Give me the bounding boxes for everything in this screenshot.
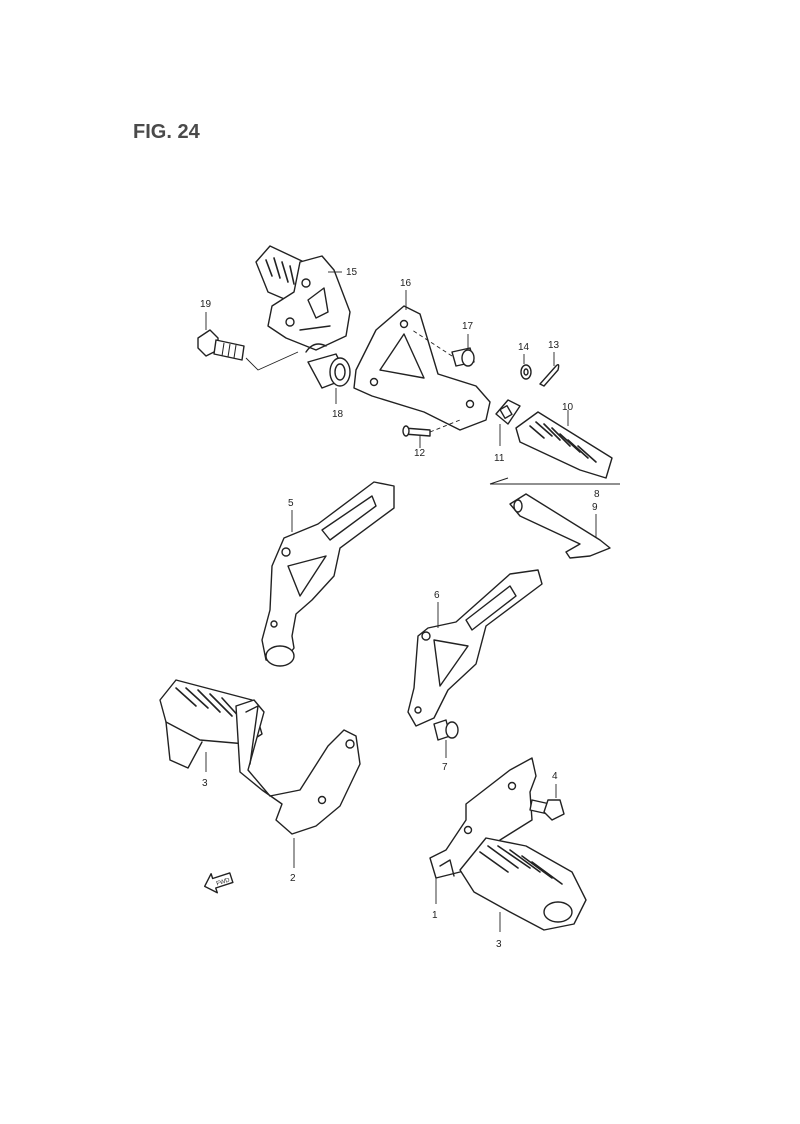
- part-6-bracket: [407, 569, 543, 727]
- forward-label: FWD: [216, 877, 231, 887]
- callout-8: 8: [594, 489, 600, 500]
- part-17-bolt: [451, 347, 475, 367]
- callout-19: 19: [200, 299, 212, 310]
- callout-3-right: 3: [496, 939, 502, 950]
- callout-12: 12: [414, 448, 426, 459]
- callout-7: 7: [442, 762, 448, 773]
- part-4-bolt: [529, 799, 565, 821]
- forward-arrow-icon: FWD: [203, 872, 234, 894]
- part-13-cotter-pin: [539, 363, 560, 387]
- part-14-washer: [520, 364, 532, 380]
- part-12-pin: [402, 425, 431, 437]
- callout-15: 15: [346, 267, 358, 278]
- part-19-bolt: [197, 329, 245, 361]
- callout-5: 5: [288, 498, 294, 509]
- callout-6: 6: [434, 590, 440, 601]
- callout-9: 9: [592, 502, 598, 513]
- part-9-footrest-arm: [509, 493, 611, 559]
- callout-1: 1: [432, 910, 438, 921]
- callout-3-left: 3: [202, 778, 208, 789]
- part-3-footrest-right: [459, 837, 587, 931]
- callout-18: 18: [332, 409, 344, 420]
- callout-4: 4: [552, 771, 558, 782]
- callout-10: 10: [562, 402, 574, 413]
- callout-11: 11: [494, 453, 505, 464]
- part-11-damper: [495, 399, 521, 425]
- figure-title: FIG. 24: [133, 121, 201, 143]
- callout-17: 17: [462, 321, 474, 332]
- part-15-footrest-bracket: [255, 245, 351, 351]
- part-2-bracket: [235, 699, 361, 835]
- callout-16: 16: [400, 278, 412, 289]
- part-5-bracket: [261, 481, 395, 667]
- part-7-bolt: [433, 719, 459, 741]
- part-10-footrest-rubber: [515, 411, 613, 479]
- callout-14: 14: [518, 342, 530, 353]
- callout-13: 13: [548, 340, 560, 351]
- part-16-bracket: [353, 305, 491, 431]
- part-18-collar: [305, 343, 351, 389]
- callout-2: 2: [290, 873, 296, 884]
